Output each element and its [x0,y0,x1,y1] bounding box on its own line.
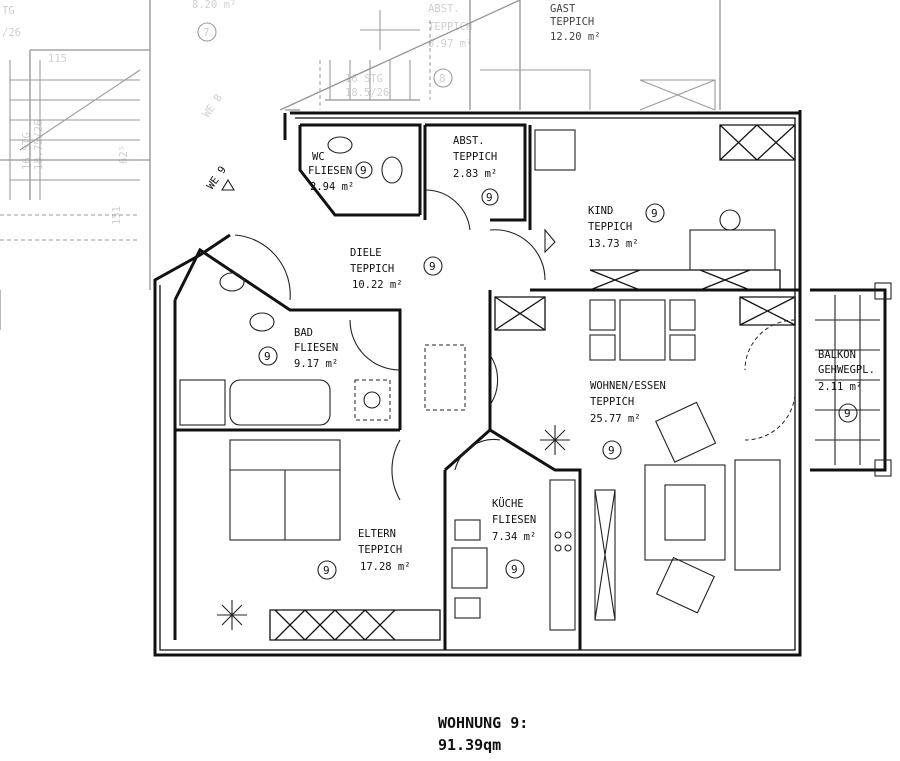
svg-text:WOHNEN/ESSEN: WOHNEN/ESSEN [590,380,666,392]
neighbor-unit-8-marker [433,68,453,88]
apartment-title: WOHNUNG 9: [438,714,528,732]
svg-text:TEPPICH: TEPPICH [588,221,632,233]
svg-text:9: 9 [429,260,436,273]
svg-text:2.11 m²: 2.11 m² [818,381,862,393]
neighbor-unit-8: 8 [439,72,446,85]
neighbor-units: 8.20 m² 7 ABST. TEPPICH 0.97 m² 8 16 STG… [0,0,721,330]
svg-text:KIND: KIND [588,205,613,217]
room-wc: WC FLIESEN 2.94 m² 9 [308,151,373,193]
apartment-area: 91.39qm [438,736,501,754]
interior-walls [173,123,800,650]
neighbor-room7-area: 8.20 m² [192,0,236,11]
neighbor-abst-area: 0.97 m² [428,38,472,50]
neighbor-gast-floor: TEPPICH [550,16,594,28]
stairs-b-count: 16 STG [21,132,33,170]
svg-text:9: 9 [608,444,615,457]
svg-text:TEPPICH: TEPPICH [590,396,634,408]
stairs-c-ratio: /26 [2,27,21,39]
neighbor-room-gast: GAST TEPPICH 12.20 m² [550,3,601,43]
room-wohnen-essen: WOHNEN/ESSEN TEPPICH 25.77 m² 9 [590,380,666,460]
svg-text:ABST.: ABST. [453,135,485,147]
svg-text:KÜCHE: KÜCHE [492,497,524,510]
svg-text:TEPPICH: TEPPICH [358,544,402,556]
svg-text:2.83 m²: 2.83 m² [453,168,497,180]
svg-text:9: 9 [360,164,367,177]
svg-text:2.94 m²: 2.94 m² [310,181,354,193]
we8-label: WE 8 [201,92,225,120]
svg-text:9: 9 [486,191,493,204]
stairs-b-ratio: 18.75/26 [33,119,45,170]
entrance-marker-icon [221,178,235,191]
we9-label: WE 9 [205,164,229,192]
svg-text:9: 9 [264,350,271,363]
room-eltern: ELTERN TEPPICH 17.28 m² 9 [317,528,411,580]
neighbor-gast-area: 12.20 m² [550,31,601,43]
svg-text:FLIESEN: FLIESEN [294,342,338,354]
stairs-a-count: 16 STG [345,73,383,85]
svg-text:ELTERN: ELTERN [358,528,396,540]
svg-text:GEHWEGPL.: GEHWEGPL. [818,364,875,376]
room-abst: ABST. TEPPICH 2.83 m² 9 [453,135,499,206]
svg-text:FLIESEN: FLIESEN [308,165,352,177]
neighbor-gast-name: GAST [550,3,576,15]
neighbor-unit-7: 7 [203,26,210,39]
svg-text:BALKON: BALKON [818,349,856,361]
svg-text:9: 9 [651,207,658,220]
svg-text:TEPPICH: TEPPICH [453,151,497,163]
room-kueche: KÜCHE FLIESEN 7.34 m² 9 [492,497,536,579]
neighbor-abst-name: ABST. [428,3,460,15]
neighbor-abst-floor: TEPPICH [428,21,472,33]
svg-text:9.17 m²: 9.17 m² [294,358,338,370]
svg-text:WC: WC [312,151,325,163]
svg-text:13.73 m²: 13.73 m² [588,238,639,250]
svg-text:FLIESEN: FLIESEN [492,514,536,526]
neighbor-unit-7-marker [197,22,217,42]
room-balkon: BALKON GEHWEGPL. 2.11 m² 9 [818,349,875,423]
dim-115: 115 [48,53,67,65]
doors [234,189,796,501]
room-diele: DIELE TEPPICH 10.22 m² 9 [350,247,443,291]
svg-text:10.22 m²: 10.22 m² [352,279,403,291]
outer-walls [153,110,892,657]
room-bad: BAD FLIESEN 9.17 m² 9 [258,327,338,370]
dim-151: 151 [111,206,123,225]
svg-text:9: 9 [844,407,851,420]
plant-icon [217,600,247,630]
svg-text:BAD: BAD [294,327,313,339]
room-kind: KIND TEPPICH 13.73 m² 9 [588,203,665,250]
svg-text:9: 9 [511,563,518,576]
svg-text:7.34 m²: 7.34 m² [492,531,536,543]
svg-text:17.28 m²: 17.28 m² [360,561,411,573]
svg-text:TEPPICH: TEPPICH [350,263,394,275]
stairs-c-label: TG [2,5,15,17]
svg-text:9: 9 [323,564,330,577]
svg-text:DIELE: DIELE [350,247,382,259]
stairs-a-ratio: 18.5/26 [345,87,389,99]
plant-icon [540,425,570,455]
dim-625: 62⁵ [118,145,130,164]
svg-text:25.77 m²: 25.77 m² [590,413,641,425]
furniture [179,129,781,631]
